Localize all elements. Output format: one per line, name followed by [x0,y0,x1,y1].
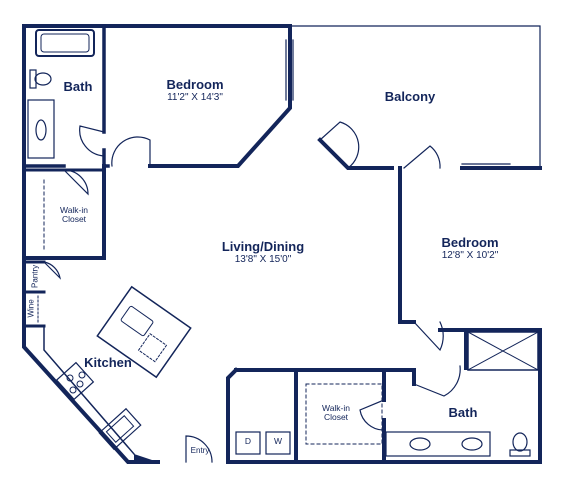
bedroom1-door-swing [111,136,151,167]
pantry-wall [22,260,46,328]
bath2-vanity [385,431,491,457]
bath1-door-swing [79,125,105,157]
bedroom1-dims: 11'2" X 14'3" [167,92,223,104]
kitchen-counter [43,325,136,456]
wine-label: Wine [26,299,36,318]
dryer [235,431,261,455]
bath1-tub [35,29,95,57]
bath2-door-swing [413,365,461,397]
laundry-wall [226,367,239,464]
balcony-outline [289,25,541,169]
bedroom2-dims: 12'8" X 10'2" [441,250,499,262]
bedroom1-name: Bedroom [166,77,224,92]
entry-label: Entry [190,446,210,455]
entry-door-swing [185,435,213,463]
kitchen-label: Kitchen [84,355,132,370]
linen-closet [467,331,539,371]
bath1-vanity [27,99,55,159]
bath1-tub-inner [40,33,90,53]
bedroom1-label: Bedroom 11'2" X 14'3" [140,77,250,104]
stove [55,361,95,401]
walkin2-door-swing [359,399,385,431]
bath2-toilet-bowl [512,432,528,452]
balcony-label: Balcony [384,89,436,104]
washer [265,431,291,455]
bedroom2-wall [398,166,468,370]
pantry-label: Pantry [30,264,40,288]
bath1-toilet-bowl [34,72,52,86]
living-label: Living/Dining 13'8" X 15'0" [200,239,326,266]
bedroom2-label: Bedroom 12'8" X 10'2" [418,235,522,262]
washer-label: W [273,436,283,446]
kitchen-sink [98,407,142,451]
wall-fill [134,454,158,462]
bath2-sink-2 [461,437,483,451]
bath1-sink [35,119,47,141]
kitchen-island [96,285,192,379]
dryer-label: D [244,436,252,446]
walkin2-label: Walk-in Closet [321,403,351,423]
walkin2-shelf [305,383,383,445]
living-dims: 13'8" X 15'0" [234,254,292,266]
bath2-toilet-tank [509,449,531,457]
bath2-sink-1 [409,437,431,451]
walkin1-door-swing [63,169,89,196]
living-name: Living/Dining [221,239,305,254]
bedroom2-balcony-door-swing [403,145,441,169]
bedroom2-name: Bedroom [441,235,499,250]
bath1-label: Bath [63,79,93,94]
bath1-toilet-tank [29,69,37,89]
bedroom2-door-swing [413,321,444,352]
pantry-door-swing [43,261,61,280]
bath2-label: Bath [448,405,478,420]
bath2-wall [234,368,416,464]
walkin1-label: Walk-in Closet [59,205,89,225]
exterior-wall [22,24,542,464]
bedroom1-wall [22,24,110,168]
balcony-door-swing [319,121,360,169]
